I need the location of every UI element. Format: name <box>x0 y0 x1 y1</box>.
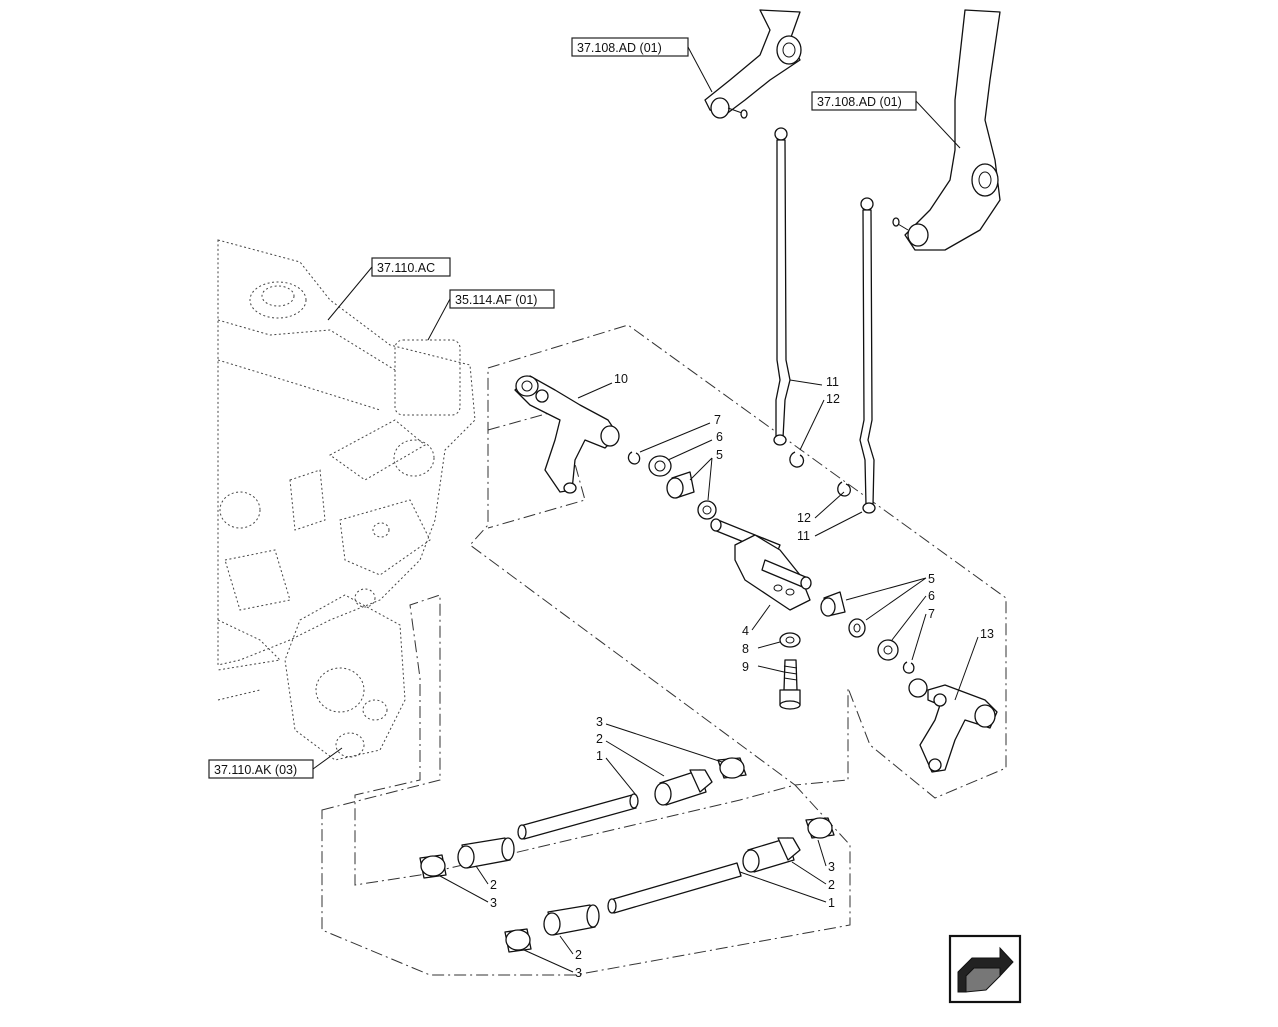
circlip-7-upper <box>627 451 641 465</box>
next-page-arrow-icon[interactable] <box>948 934 1022 1004</box>
callout-7-lower: 7 <box>928 607 935 621</box>
callout-3-left-b: 3 <box>575 966 582 980</box>
bushing-5-lower-b <box>848 618 866 638</box>
ref-37-110-ac[interactable]: 37.110.AC <box>371 257 451 277</box>
washer-6-lower <box>877 639 899 661</box>
clamp-part-3-top <box>717 757 747 779</box>
clip-12-lower <box>837 481 852 497</box>
washer-part-8 <box>779 632 801 648</box>
clamp-part-3-left-a <box>419 854 447 879</box>
coupling-part-2-left-b <box>543 904 600 936</box>
callout-1-top: 1 <box>596 749 603 763</box>
svg-text:35.114.AF (01): 35.114.AF (01) <box>455 293 537 307</box>
svg-text:37.108.AD (01): 37.108.AD (01) <box>817 95 902 109</box>
callout-11-lower: 11 <box>797 529 810 543</box>
bushing-5-upper-b <box>697 500 717 520</box>
callout-13: 13 <box>980 627 994 641</box>
ref-37-108-ad-left[interactable]: 37.108.AD (01) <box>571 37 689 57</box>
svg-text:37.110.AC: 37.110.AC <box>377 261 435 275</box>
washer-6-upper <box>648 455 672 477</box>
callout-2-top: 2 <box>596 732 603 746</box>
callout-3-right: 3 <box>828 860 835 874</box>
rod-part-1-lower <box>607 862 742 914</box>
svg-text:37.108.AD (01): 37.108.AD (01) <box>577 41 662 55</box>
circlip-7-lower <box>902 661 915 674</box>
callout-7-upper: 7 <box>714 413 721 427</box>
upper-lever-arm-left <box>704 9 802 119</box>
bushing-5-lower-a <box>820 591 846 617</box>
callout-4: 4 <box>742 624 749 638</box>
callout-5-upper: 5 <box>716 448 723 462</box>
coupling-part-2-right <box>742 837 801 873</box>
callout-3-left-a: 3 <box>490 896 497 910</box>
bushing-5-upper-a <box>666 471 695 499</box>
coupling-part-2-left-a <box>457 837 515 869</box>
ref-37-110-ak[interactable]: 37.110.AK (03) <box>208 759 314 779</box>
clip-12-upper <box>789 451 805 468</box>
callout-12-upper: 12 <box>826 392 840 406</box>
callout-2-right: 2 <box>828 878 835 892</box>
group-outline-upper <box>469 324 1007 799</box>
transmission-housing <box>217 239 476 761</box>
upper-lever-arm-right <box>892 9 1001 251</box>
ref-37-108-ad-right[interactable]: 37.108.AD (01) <box>811 91 917 111</box>
bolt-part-9 <box>779 659 801 710</box>
rod-11-left <box>773 127 791 446</box>
callout-10: 10 <box>614 372 628 386</box>
svg-text:37.110.AK (03): 37.110.AK (03) <box>214 763 297 777</box>
callout-9: 9 <box>742 660 749 674</box>
callout-8: 8 <box>742 642 749 656</box>
clamp-part-3-right <box>805 817 835 839</box>
callout-2-left-b: 2 <box>575 948 582 962</box>
rod-11-right <box>859 197 876 514</box>
callout-1-right: 1 <box>828 896 835 910</box>
lever-part-13 <box>908 678 998 773</box>
bracket-shaft-part-4 <box>710 518 812 611</box>
callout-3-top: 3 <box>596 715 603 729</box>
coupling-part-2-top <box>654 769 713 806</box>
lever-part-10 <box>514 375 620 494</box>
callout-12-lower: 12 <box>797 511 811 525</box>
callout-11-upper: 11 <box>826 375 839 389</box>
callout-2-left-a: 2 <box>490 878 497 892</box>
clamp-part-3-left-b <box>504 928 532 953</box>
group-outline-lower <box>321 594 851 976</box>
callout-6-lower: 6 <box>928 589 935 603</box>
rod-part-1-upper <box>517 793 639 840</box>
ref-35-114-af[interactable]: 35.114.AF (01) <box>449 289 555 309</box>
callout-5-lower: 5 <box>928 572 935 586</box>
callout-6-upper: 6 <box>716 430 723 444</box>
